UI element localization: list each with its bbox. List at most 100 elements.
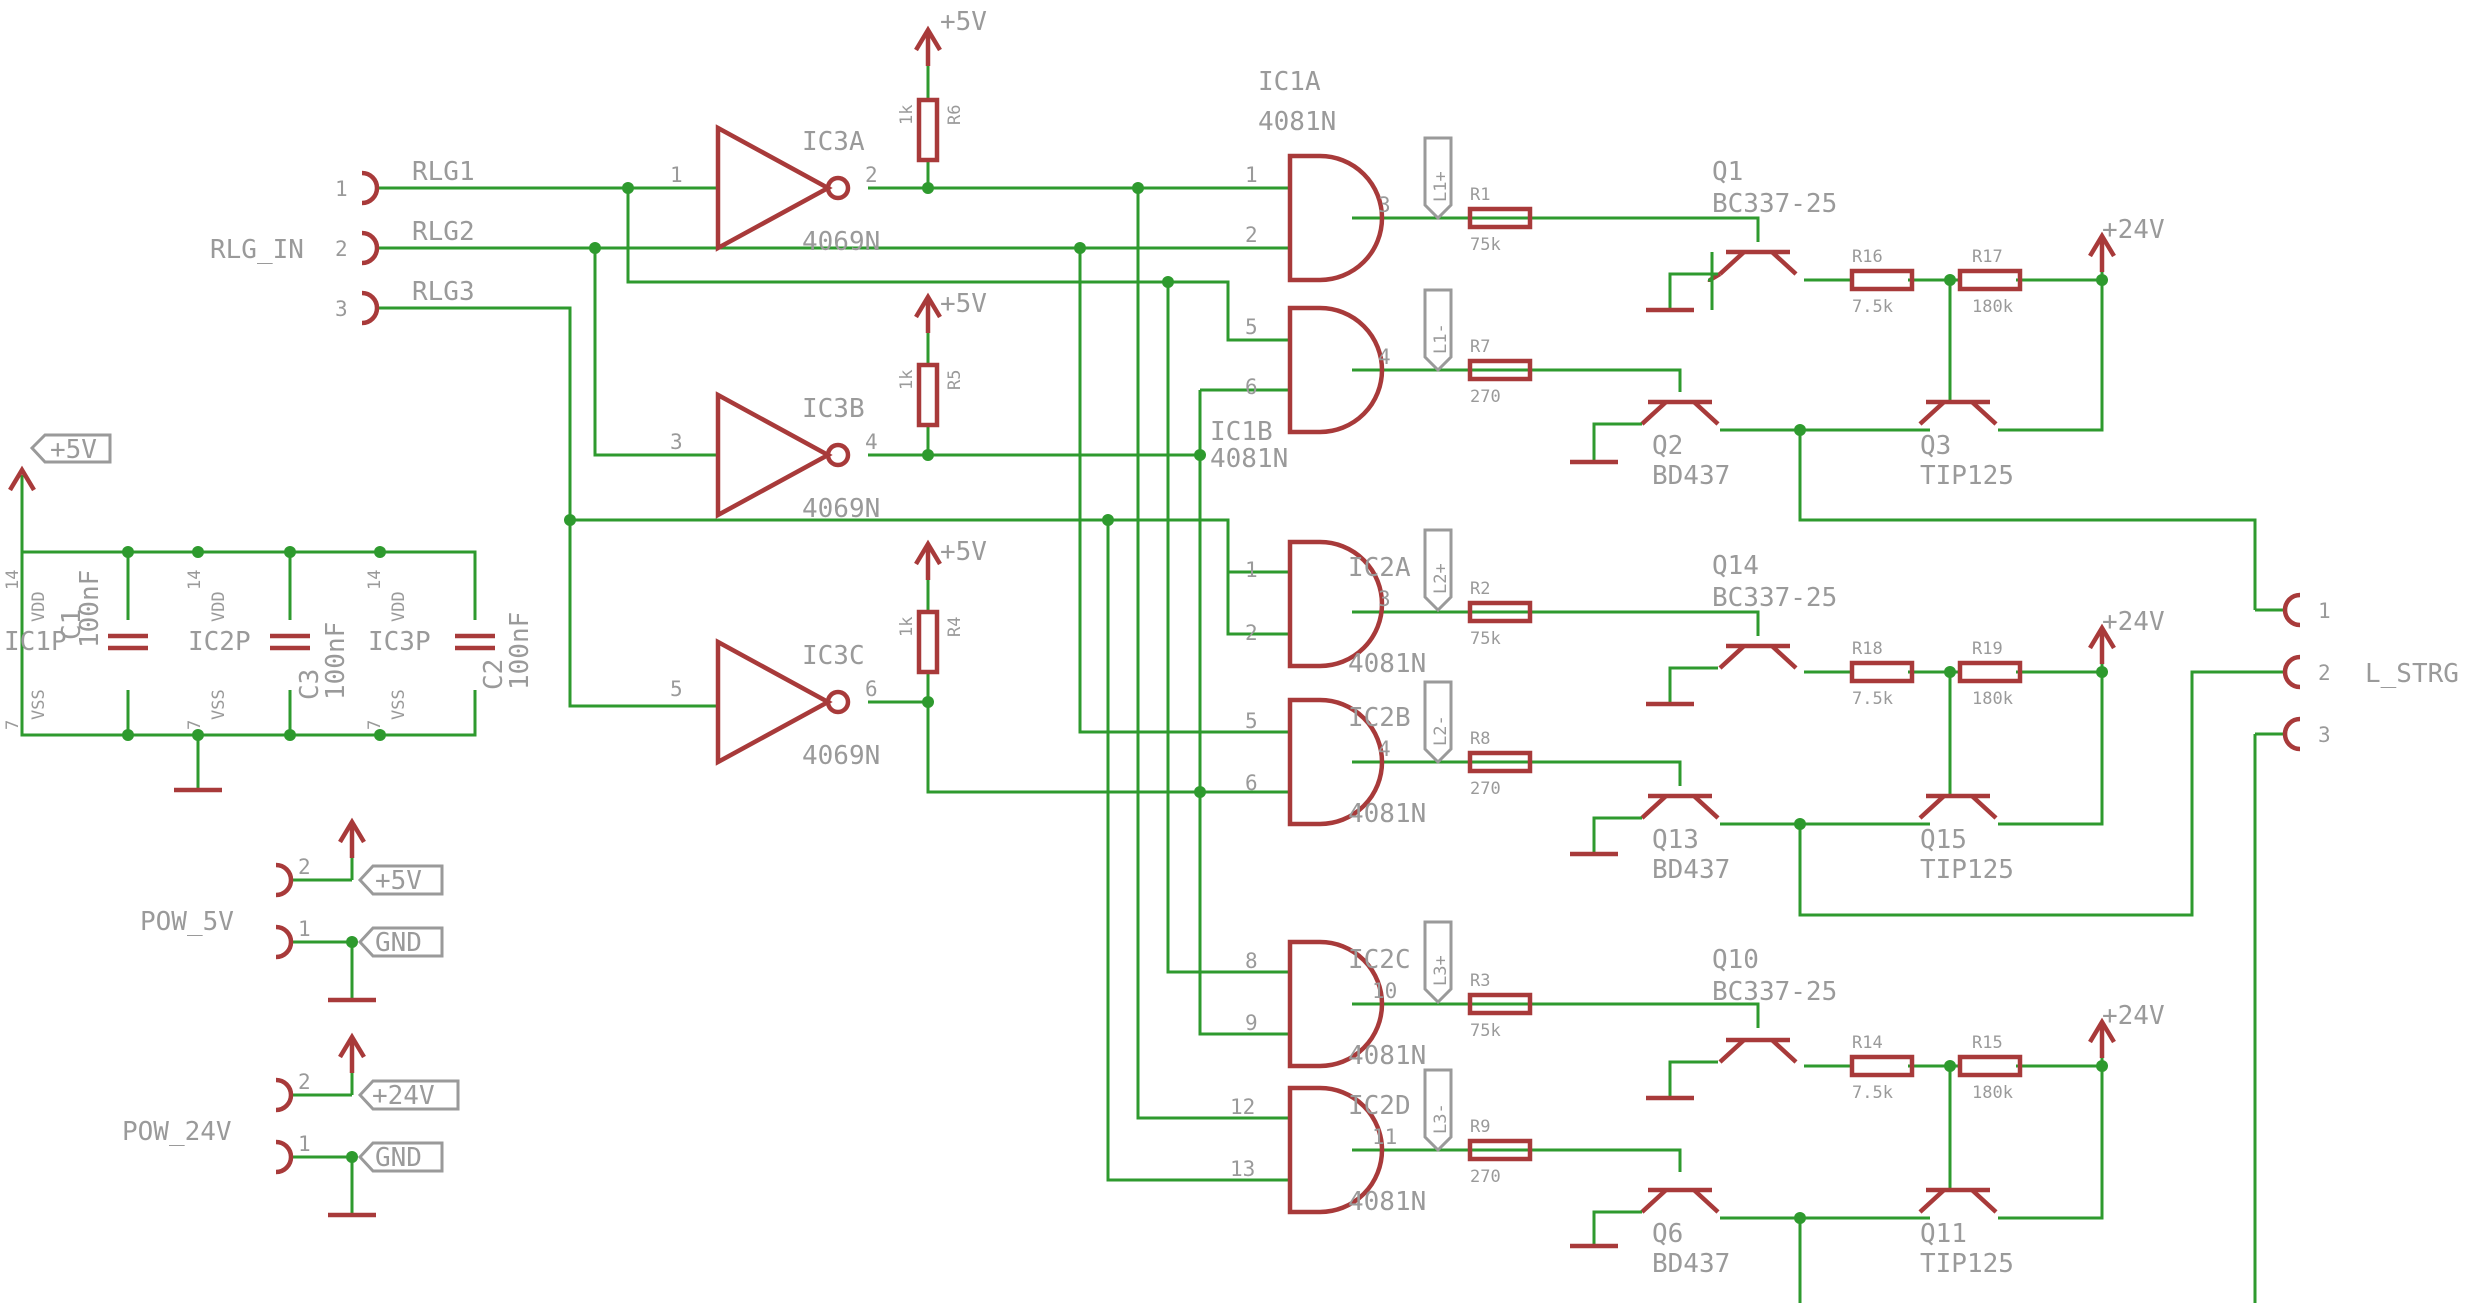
ic3c-ref: IC3C [802, 641, 865, 671]
svg-text:270: 270 [1470, 1167, 1501, 1187]
svg-text:R9: R9 [1470, 1117, 1490, 1137]
connector-l-strg[interactable]: 1 2 3 L_STRG [2285, 595, 2459, 749]
svg-text:BD437: BD437 [1652, 461, 1730, 491]
svg-text:4: 4 [1378, 345, 1391, 369]
resistor-r2: R2 75k [1470, 579, 1530, 649]
pullup-r5[interactable]: +5V 1k R5 [897, 289, 987, 425]
svg-text:+24V: +24V [372, 1081, 435, 1111]
svg-text:IC2P: IC2P [188, 627, 251, 657]
rlg-in-label: RLG_IN [210, 235, 304, 265]
rlg-pin-2: 2 [335, 237, 348, 261]
connector-pow-24v[interactable]: 2 1 POW_24V +24V GND [122, 1037, 460, 1215]
resistor-r18: R18 7.5k [1852, 639, 1912, 709]
transistor-q13: Q13 BD437 [1642, 796, 1730, 885]
svg-text:11: 11 [1372, 1125, 1397, 1149]
svg-text:TIP125: TIP125 [1920, 461, 2014, 491]
connector-pow-5v[interactable]: 2 1 POW_5V +5V GND [140, 822, 444, 1000]
supply-24v-1: +24V [2090, 215, 2165, 272]
r5-supply: +5V [940, 289, 987, 319]
supply-section[interactable]: +5V IC1P 14 VDD 7 VSS 100nF C1 IC2P 14 V… [3, 433, 535, 790]
svg-text:L1+: L1+ [1431, 171, 1451, 202]
svg-text:3: 3 [1378, 193, 1391, 217]
svg-text:TIP125: TIP125 [1920, 1249, 2014, 1279]
svg-text:R17: R17 [1972, 247, 2003, 267]
svg-text:Q10: Q10 [1712, 945, 1759, 975]
svg-text:7: 7 [365, 720, 385, 730]
and-gate-ic1a[interactable]: 1 2 3 IC1A 4081N [1245, 67, 1391, 280]
inverter-ic3c[interactable]: 5 6 IC3C 4069N [670, 641, 880, 771]
r6-supply: +5V [940, 7, 987, 37]
svg-text:+24V: +24V [2102, 215, 2165, 245]
pullup-r6[interactable]: +5V 1k R6 [897, 7, 987, 160]
svg-text:R8: R8 [1470, 729, 1490, 749]
svg-text:9: 9 [1245, 1011, 1258, 1035]
svg-text:14: 14 [185, 570, 205, 590]
svg-text:C1: C1 [57, 609, 87, 640]
ic3a-ref: IC3A [802, 127, 865, 157]
svg-text:R7: R7 [1470, 337, 1490, 357]
transistor-q6: Q6 BD437 [1642, 1190, 1730, 1279]
svg-text:VDD: VDD [389, 591, 409, 622]
svg-text:1: 1 [2318, 599, 2331, 623]
pullup-r4[interactable]: +5V 1k R4 [897, 537, 987, 672]
svg-text:5: 5 [1245, 709, 1258, 733]
and-gate-ic2a[interactable]: 1 2 3 IC2A 4081N [1245, 542, 1426, 679]
svg-text:3: 3 [2318, 723, 2331, 747]
pow-5v-label: POW_5V [140, 907, 234, 937]
and-gate-ic2d[interactable]: 12 13 11 IC2D 4081N [1230, 1088, 1426, 1217]
and-gate-ic2c[interactable]: 8 9 10 IC2C 4081N [1245, 942, 1426, 1071]
flag-5v-supply: +5V [8, 433, 112, 492]
svg-text:14: 14 [365, 570, 385, 590]
inverter-ic3a[interactable]: 1 2 IC3A 4069N [640, 127, 880, 257]
svg-text:R1: R1 [1470, 185, 1490, 205]
svg-text:7.5k: 7.5k [1852, 297, 1893, 317]
ic3b-value: 4069N [802, 494, 880, 524]
svg-text:4: 4 [865, 430, 878, 454]
net-rlg1: RLG1 [412, 157, 475, 187]
svg-text:7: 7 [185, 720, 205, 730]
svg-text:GND: GND [375, 928, 422, 958]
output-stage-2[interactable]: R2 75k R8 270 Q14 BC337-25 R18 7.5k R19 … [1470, 551, 2165, 885]
svg-text:14: 14 [3, 570, 23, 590]
flag-l2-plus: L2+ [1423, 528, 1453, 613]
svg-text:R16: R16 [1852, 247, 1883, 267]
output-stage-3[interactable]: R3 75k R9 270 Q10 BC337-25 R14 7.5k R15 … [1470, 945, 2165, 1279]
ic2a-ref: IC2A [1348, 553, 1411, 583]
svg-text:VSS: VSS [29, 689, 49, 720]
output-stage-1[interactable]: R1 75k R7 270 Q1 BC337-25 R16 7.5k R17 1… [1470, 157, 2165, 491]
svg-text:75k: 75k [1470, 1021, 1501, 1041]
svg-text:BD437: BD437 [1652, 1249, 1730, 1279]
ic2d-ref: IC2D [1348, 1091, 1411, 1121]
svg-text:R4: R4 [945, 617, 965, 637]
svg-text:GND: GND [375, 1143, 422, 1173]
svg-text:1: 1 [298, 1132, 311, 1156]
svg-text:BC337-25: BC337-25 [1712, 583, 1837, 613]
flag-l2-minus: L2- [1423, 680, 1453, 765]
svg-text:7.5k: 7.5k [1852, 689, 1893, 709]
inverter-ic3b[interactable]: 3 4 IC3B 4069N [670, 394, 880, 524]
svg-text:R3: R3 [1470, 971, 1490, 991]
svg-text:1k: 1k [897, 370, 917, 390]
flag-l1-plus: L1+ [1423, 136, 1453, 221]
svg-text:BD437: BD437 [1652, 855, 1730, 885]
flag-l3-plus: L3+ [1423, 920, 1453, 1005]
ic3c-value: 4069N [802, 741, 880, 771]
svg-text:4: 4 [1378, 737, 1391, 761]
svg-text:1k: 1k [897, 617, 917, 637]
transistor-q11: Q11 TIP125 [1920, 1190, 2014, 1279]
transistor-q14: Q14 BC337-25 [1712, 551, 1837, 668]
svg-text:Q1: Q1 [1712, 157, 1743, 187]
transistor-q1: Q1 BC337-25 [1707, 157, 1837, 282]
ic2b-ref: IC2B [1348, 703, 1411, 733]
and-gate-ic2b[interactable]: 5 6 4 IC2B 4081N [1245, 700, 1426, 829]
svg-text:1k: 1k [897, 105, 917, 125]
flag-l1-minus: L1- [1423, 288, 1453, 373]
ic1a-value: 4081N [1258, 107, 1336, 137]
svg-text:+5V: +5V [50, 435, 97, 465]
transistor-q15: Q15 TIP125 [1920, 796, 2014, 885]
connector-rlg-in[interactable]: 1 2 3 RLG_IN RLG1 RLG2 RLG3 [210, 157, 475, 323]
svg-text:75k: 75k [1470, 629, 1501, 649]
svg-text:L3-: L3- [1431, 1103, 1451, 1134]
and-gate-ic1b[interactable]: 5 6 4 IC1B 4081N [1210, 308, 1391, 474]
svg-text:2: 2 [1245, 621, 1258, 645]
